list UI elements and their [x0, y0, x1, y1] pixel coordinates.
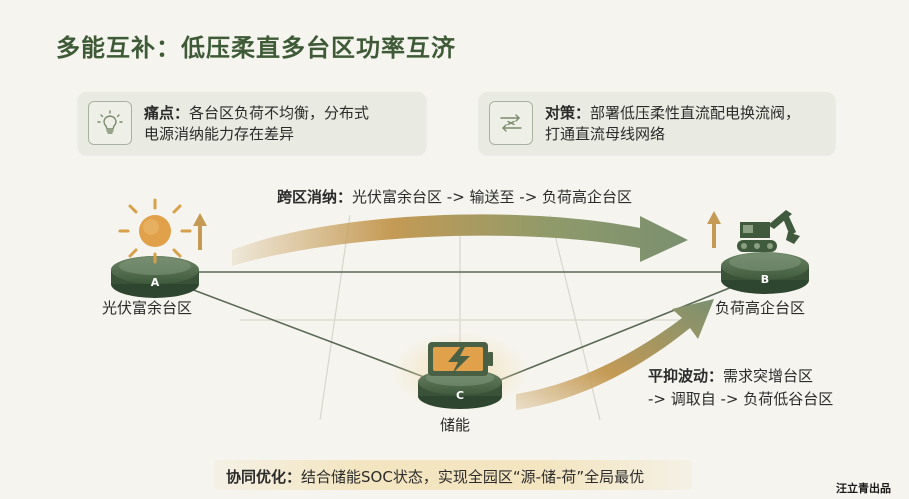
brand-watermark: 汪立青出品 [836, 482, 891, 495]
battery-icon [428, 342, 493, 376]
solution-card: 对策：部署低压柔性直流配电换流阀， 打通直流母线网络 [479, 92, 835, 154]
node-b-letter: B [761, 273, 769, 286]
footer-label: 协同优化： [226, 468, 302, 486]
page-title: 多能互补：低压柔直多台区功率互济 [56, 34, 456, 62]
cross-region-label: 跨区消纳：光伏富余台区 -> 输送至 -> 负荷高企台区 [277, 186, 632, 207]
node-a-letter: A [151, 276, 160, 289]
cross-region-text: 光伏富余台区 -> 输送至 -> 负荷高企台区 [352, 188, 633, 206]
solution-label: 对策： [545, 104, 591, 122]
cross-region-arrow [232, 214, 688, 266]
node-a [111, 256, 199, 298]
solution-text: 对策：部署低压柔性直流配电换流阀， 打通直流母线网络 [545, 103, 800, 145]
pain-point-line2: 电源消纳能力存在差异 [144, 125, 295, 143]
pain-point-label: 痛点： [144, 104, 190, 122]
smoothing-label-line2: -> 调取自 -> 负荷低谷台区 [648, 390, 834, 408]
converter-icon [489, 101, 533, 145]
node-c-letter: C [456, 389, 464, 402]
bus-lines [174, 271, 743, 381]
node-c-label: 储能 [440, 416, 471, 434]
smoothing-text-1: 需求突增台区 [723, 367, 814, 385]
sun-icon [118, 198, 192, 264]
node-b [721, 252, 809, 294]
node-b-label: 负荷高企台区 [715, 299, 806, 317]
pain-point-card: 痛点：各台区负荷不均衡，分布式 电源消纳能力存在差异 [78, 92, 426, 154]
solution-line1: 部署低压柔性直流配电换流阀， [590, 104, 801, 122]
output-up-arrow-b [707, 211, 721, 248]
pain-point-line1: 各台区负荷不均衡，分布式 [189, 104, 370, 122]
smoothing-label-line1: 平抑波动：需求突增台区 [648, 365, 813, 386]
pain-point-text: 痛点：各台区负荷不均衡，分布式 电源消纳能力存在差异 [144, 103, 369, 145]
smoothing-arrow [516, 299, 714, 410]
node-a-label: 光伏富余台区 [102, 299, 193, 317]
cross-region-title: 跨区消纳： [277, 188, 353, 206]
footer-body: 结合储能SOC状态，实现全园区“源-储-荷”全局最优 [301, 468, 645, 486]
footer-banner: 协同优化：结合储能SOC状态，实现全园区“源-储-荷”全局最优 [214, 460, 692, 490]
excavator-icon [737, 210, 800, 252]
footer-text: 协同优化：结合储能SOC状态，实现全园区“源-储-荷”全局最优 [226, 466, 644, 487]
output-up-arrow-a [193, 213, 207, 250]
solution-line2: 打通直流母线网络 [545, 125, 666, 143]
lightbulb-icon [88, 101, 132, 145]
smoothing-title: 平抑波动： [648, 367, 724, 385]
